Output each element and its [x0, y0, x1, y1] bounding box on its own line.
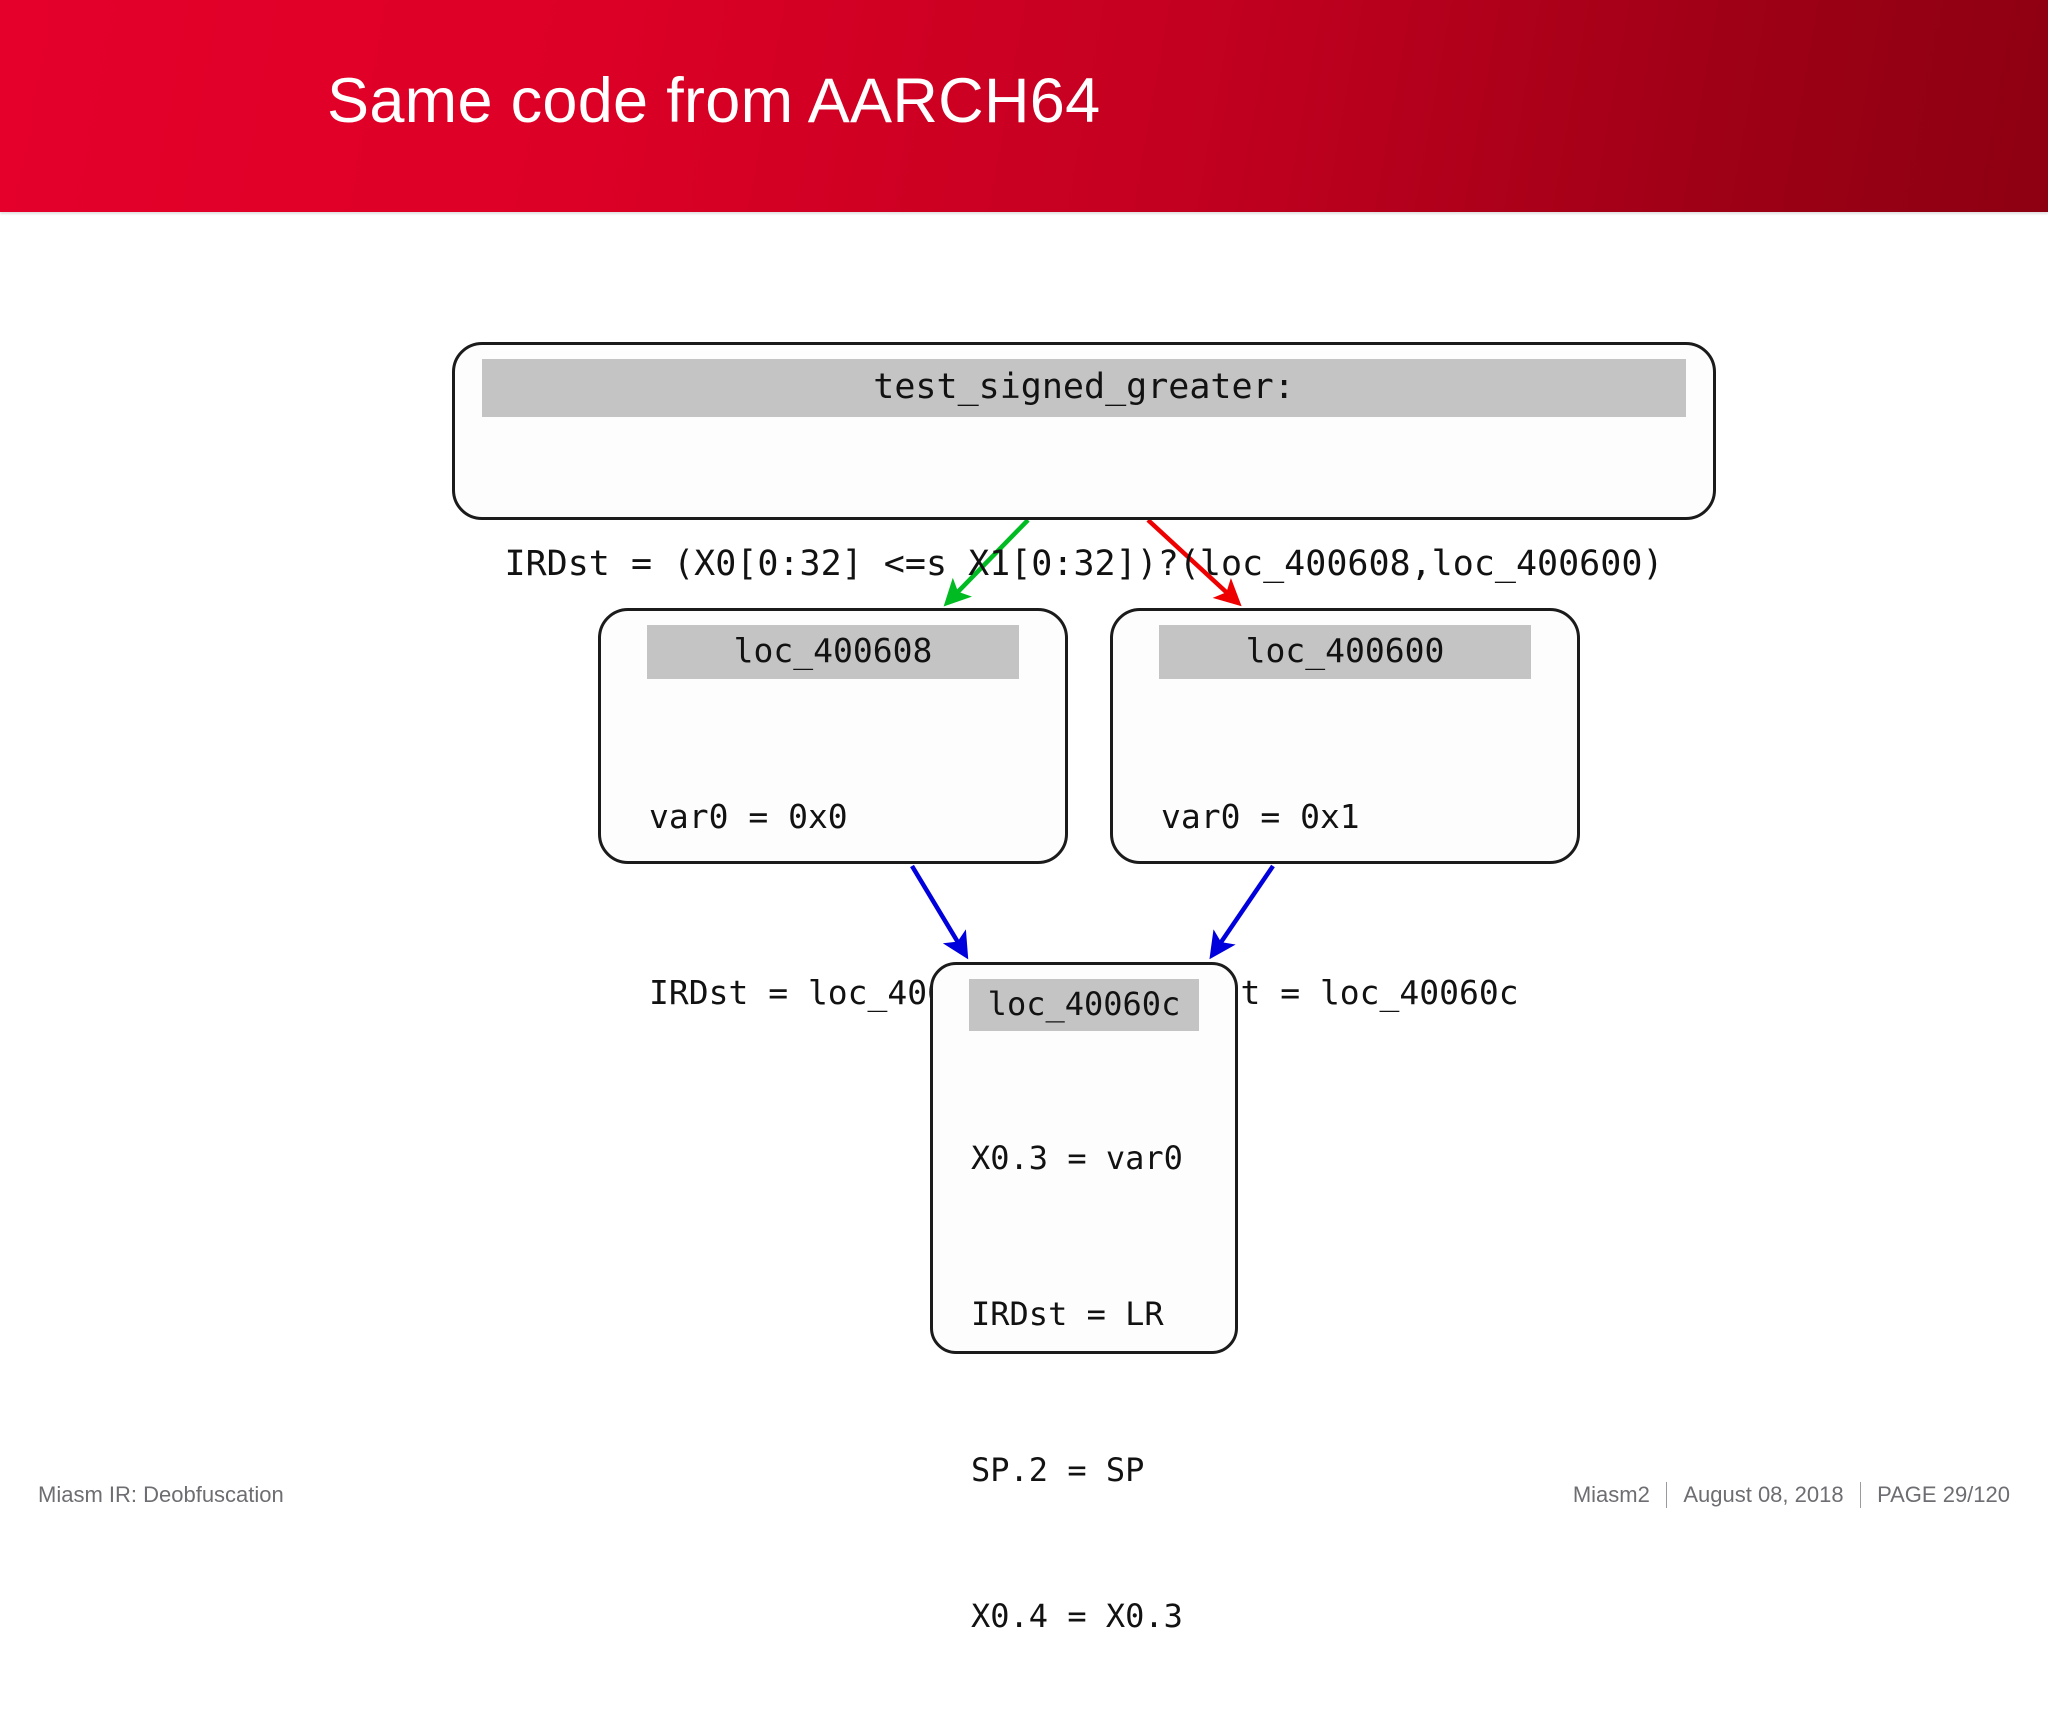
cfg-node-entry-title: test_signed_greater: — [482, 359, 1686, 417]
cfg-node-loc-40060c-body: X0.3 = var0 IRDst = LR SP.2 = SP X0.4 = … — [971, 1043, 1217, 1731]
footer-project: Miasm2 — [1572, 1482, 1650, 1507]
footer-date: August 08, 2018 — [1683, 1482, 1844, 1507]
footer-meta: Miasm2 August 08, 2018 PAGE 29/120 — [1573, 1482, 2010, 1508]
edge-left-to-exit — [910, 864, 969, 960]
slide-header-band: Same code from AARCH64 — [0, 0, 2048, 212]
cfg-node-loc-40060c-line-1: IRDst = LR — [971, 1295, 1164, 1333]
cfg-node-entry[interactable]: test_signed_greater: IRDst = (X0[0:32] <… — [452, 342, 1716, 584]
footer-separator-icon — [1859, 1482, 1862, 1508]
cfg-node-loc-40060c-line-0: X0.3 = var0 — [971, 1139, 1183, 1177]
cfg-node-entry-body: IRDst = (X0[0:32] <=s X1[0:32])?(loc_400… — [473, 429, 1695, 699]
cfg-node-loc-400600-line-0: var0 = 0x1 — [1161, 797, 1360, 836]
slide-footer: Miasm IR: Deobfuscation Miasm2 August 08… — [0, 1472, 2048, 1536]
footer-topic: Miasm IR: Deobfuscation — [38, 1482, 284, 1507]
cfg-node-entry-line-0: IRDst = (X0[0:32] <=s X1[0:32])?(loc_400… — [504, 544, 1664, 584]
cfg-node-loc-40060c-line-3: X0.4 = X0.3 — [971, 1597, 1183, 1635]
cfg-node-loc-400608-title: loc_400608 — [647, 625, 1019, 679]
cfg-node-loc-400608-line-0: var0 = 0x0 — [649, 797, 848, 836]
footer-page-number: PAGE 29/120 — [1877, 1482, 2010, 1507]
cfg-node-loc-400600[interactable]: loc_400600 var0 = 0x1 IRDst = loc_40060c — [1110, 608, 1580, 1012]
cfg-node-loc-400608[interactable]: loc_400608 var0 = 0x0 IRDst = loc_40060c — [598, 608, 1068, 1012]
edge-right-to-exit — [1209, 864, 1275, 960]
edge-false — [1146, 518, 1242, 607]
edge-true — [943, 518, 1030, 607]
cfg-node-loc-400600-title: loc_400600 — [1159, 625, 1531, 679]
graph-edge-layer — [910, 518, 1275, 960]
cfg-node-loc-40060c-title: loc_40060c — [969, 979, 1199, 1031]
footer-separator-icon — [1665, 1482, 1668, 1508]
page-title: Same code from AARCH64 — [327, 66, 1101, 136]
cfg-node-loc-40060c-line-2: SP.2 = SP — [971, 1451, 1145, 1489]
cfg-node-loc-40060c[interactable]: loc_40060c X0.3 = var0 IRDst = LR SP.2 =… — [930, 962, 1238, 1635]
control-flow-graph: test_signed_greater: IRDst = (X0[0:32] <… — [0, 212, 2048, 1635]
